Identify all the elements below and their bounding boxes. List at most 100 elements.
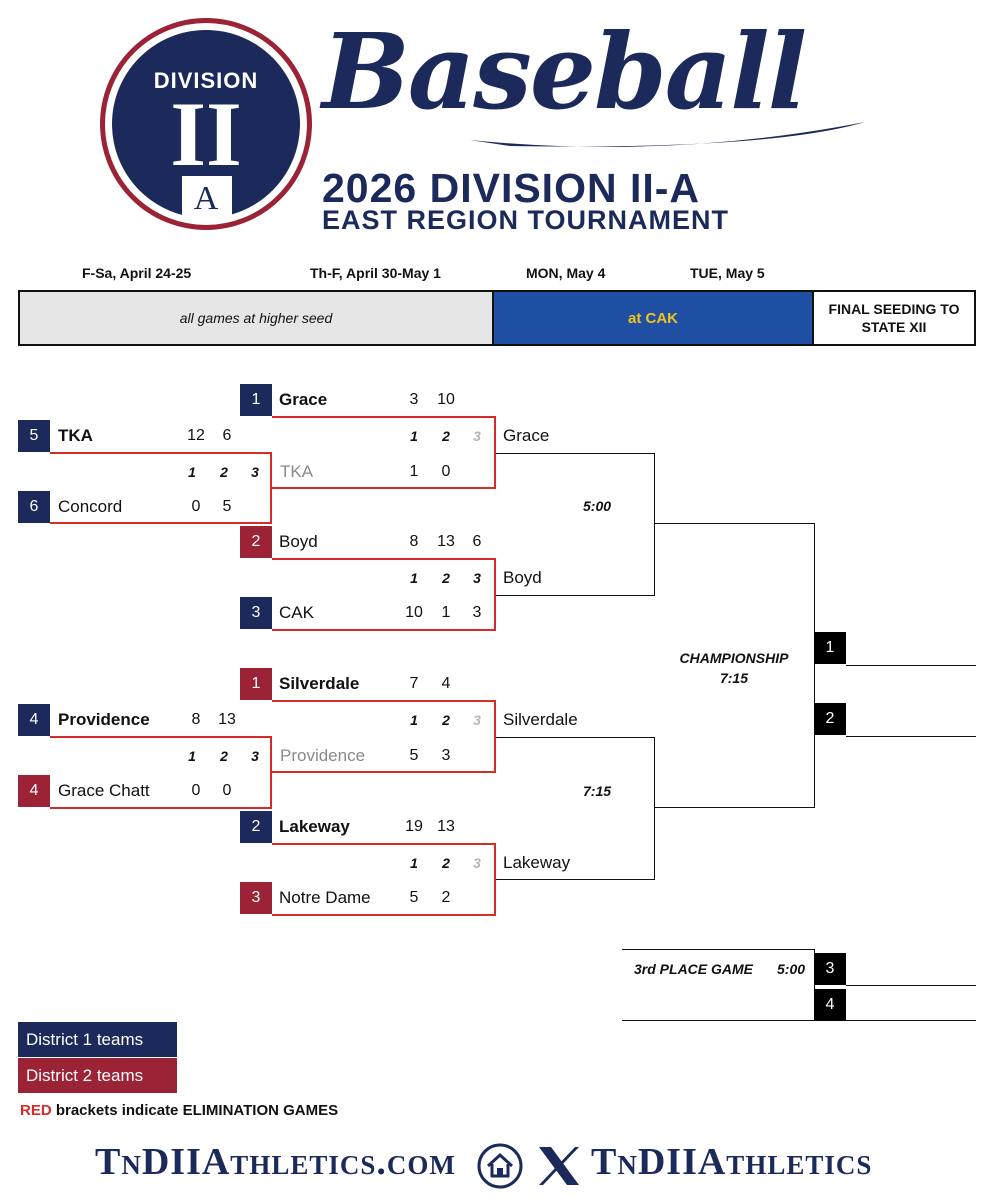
team-name: CAK: [279, 603, 314, 622]
logo-numeral: II: [170, 83, 242, 185]
seed-badge: 1: [240, 384, 272, 416]
team-name: Providence: [280, 746, 366, 765]
score: 7: [409, 675, 419, 692]
score: 0: [222, 782, 232, 799]
game-number: 2: [220, 748, 228, 764]
team-name: TKA: [58, 426, 93, 445]
championship-time: 7:15: [719, 670, 749, 686]
score: 3: [409, 391, 419, 408]
team-name: Notre Dame: [279, 888, 371, 907]
seed-badge: 2: [240, 811, 272, 843]
bracket-line: [654, 523, 814, 524]
game-number: 1: [410, 712, 418, 728]
logo-division-text: DIVISION: [153, 68, 259, 93]
game-number: 3: [473, 428, 481, 444]
final-seed-badge: 4: [814, 989, 846, 1021]
date-round4: TUE, May 5: [690, 265, 765, 281]
bracket-line: [814, 523, 815, 808]
seed-badge: 4: [18, 704, 50, 736]
team-name: Grace: [279, 390, 328, 409]
game-number: 2: [442, 712, 450, 728]
team-name: Providence: [58, 710, 150, 729]
seed-badge: 2: [240, 526, 272, 558]
game-number: 1: [410, 855, 418, 871]
team-name: Concord: [58, 497, 123, 516]
date-round2: Th-F, April 30-May 1: [310, 265, 441, 281]
footer-social-handle[interactable]: TnDIIAthletics: [591, 1141, 873, 1183]
score: 0: [441, 463, 451, 480]
score: 13: [218, 711, 236, 728]
score: 2: [441, 889, 451, 906]
score: 3: [472, 604, 482, 621]
championship-title: CHAMPIONSHIP: [679, 650, 789, 666]
score: 10: [405, 604, 423, 621]
score: 1: [409, 463, 419, 480]
footer-website[interactable]: TnDIIAthletics.com: [95, 1141, 456, 1183]
team-name: Lakeway: [503, 853, 571, 872]
seed-badge: 6: [18, 491, 50, 523]
sport-wordmark: Baseball: [322, 10, 807, 133]
third-place-time: 5:00: [777, 961, 806, 977]
game-number: 3: [473, 855, 481, 871]
championship-label: CHAMPIONSHIP 7:15: [668, 648, 800, 688]
game-number: 1: [188, 464, 196, 480]
score: 5: [222, 498, 232, 515]
game-number: 2: [220, 464, 228, 480]
team-name: Silverdale: [279, 674, 360, 693]
date-round1: F-Sa, April 24-25: [82, 265, 192, 281]
bracket-line: [496, 595, 654, 596]
game-time: 5:00: [583, 498, 612, 514]
venue-higher-seed: all games at higher seed: [18, 290, 494, 346]
tournament-subtitle: EAST REGION TOURNAMENT: [322, 205, 730, 235]
final-seeding-header: FINAL SEEDING TO STATE XII: [814, 290, 976, 346]
note-text: brackets indicate ELIMINATION GAMES: [55, 1102, 339, 1119]
score: 12: [187, 427, 205, 444]
final-seed-badge: 2: [814, 703, 846, 735]
elimination-bracket: [50, 736, 272, 809]
score: 4: [441, 675, 451, 692]
bracket-line: [496, 453, 654, 454]
bracket-line: [846, 736, 976, 737]
score: 10: [437, 391, 455, 408]
bracket-line: [496, 737, 654, 738]
game-number: 2: [442, 428, 450, 444]
logo-letter: A: [193, 180, 219, 217]
legend-district1: District 1 teams: [18, 1022, 177, 1057]
score: 19: [405, 818, 423, 835]
date-round3: MON, May 4: [526, 265, 606, 281]
game-number: 1: [410, 570, 418, 586]
venue-cak: at CAK: [494, 290, 814, 346]
game-number: 3: [473, 570, 481, 586]
game-number: 3: [251, 748, 259, 764]
score: 3: [441, 747, 451, 764]
bracket-line: [496, 879, 654, 880]
bracket-line: [654, 737, 655, 880]
swoosh-graphic: [470, 122, 865, 147]
game-number: 2: [442, 570, 450, 586]
score: 6: [222, 427, 232, 444]
tournament-title: 2026 DIVISION II-A: [322, 165, 701, 211]
bracket-line: [622, 949, 814, 950]
score: 8: [409, 533, 419, 550]
seed-badge: 3: [240, 597, 272, 629]
game-number: 1: [188, 748, 196, 764]
team-name: Lakeway: [279, 817, 350, 836]
division-logo: DIVISION II A: [100, 18, 312, 230]
bracket-line: [622, 1020, 814, 1021]
seed-badge: 3: [240, 882, 272, 914]
final-seed-badge: 3: [814, 953, 846, 985]
bracket-line: [654, 453, 655, 596]
score: 5: [409, 747, 419, 764]
game-number: 3: [473, 712, 481, 728]
elimination-bracket: [272, 558, 496, 631]
team-name: Grace: [503, 426, 550, 445]
team-name: Boyd: [503, 568, 542, 587]
x-social-icon: [539, 1147, 579, 1185]
game-number: 2: [442, 855, 450, 871]
score: 13: [437, 533, 455, 550]
team-name: Silverdale: [503, 710, 578, 729]
elimination-bracket: [272, 700, 496, 773]
score: 6: [472, 533, 482, 550]
note-red-word: RED: [20, 1102, 52, 1119]
logo-badge: DIVISION II A: [112, 30, 300, 218]
